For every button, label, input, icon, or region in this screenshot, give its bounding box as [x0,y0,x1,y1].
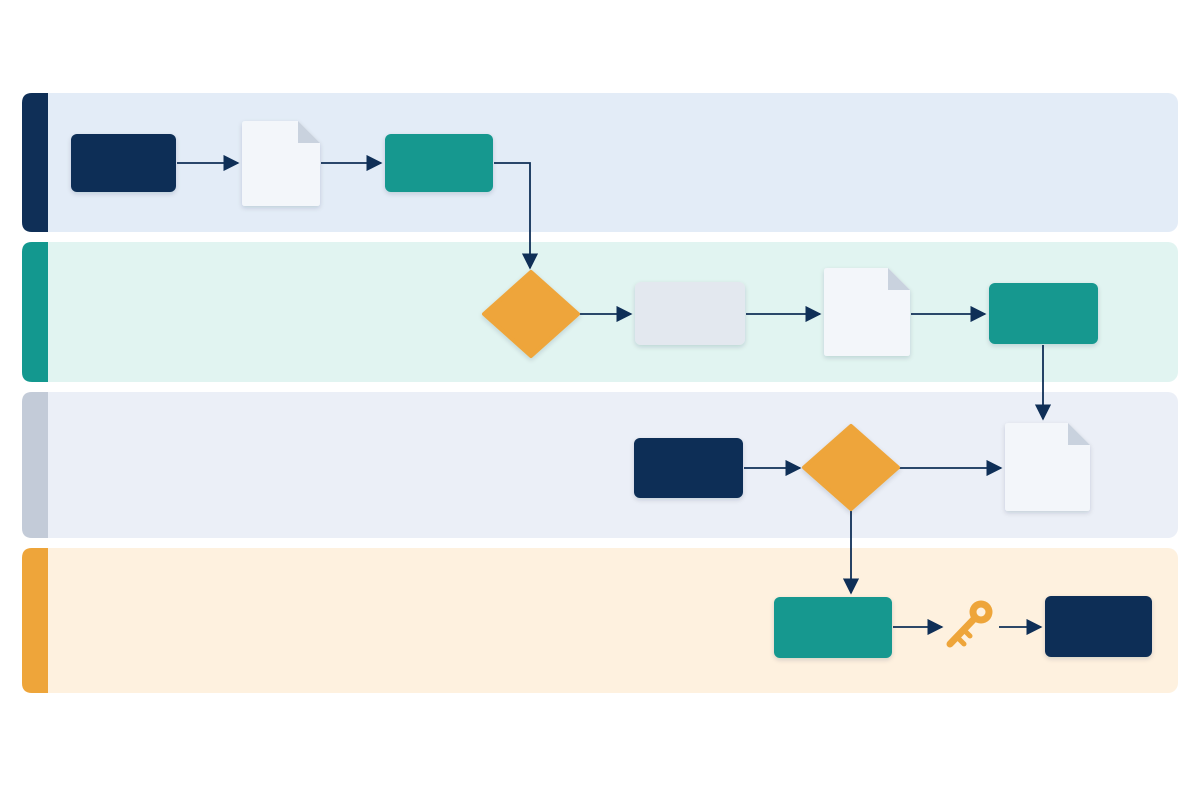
swimlane-background [22,392,1178,538]
document-n10[interactable] [1005,423,1090,511]
document-fold-icon [888,268,910,290]
swimlane-accent-bar [22,392,48,538]
process-box-n3[interactable] [385,134,493,192]
process-box-n5[interactable] [635,282,745,345]
swimlane-accent-bar [22,93,48,232]
key-icon[interactable] [946,600,993,648]
key-icon-hole [976,607,986,617]
process-box-n1[interactable] [71,134,176,192]
swimlane-accent-bar [22,548,48,693]
swimlane-accent-bar [22,242,48,382]
swimlane-background [22,548,1178,693]
document-n6[interactable] [824,268,910,356]
key-icon-tooth [954,634,967,647]
process-box-n7[interactable] [989,283,1098,344]
document-n2[interactable] [242,121,320,206]
document-fold-icon [298,121,320,143]
key-icon-tooth [961,627,973,639]
connector-arrow-n3-to-n4 [494,162,539,270]
process-box-n13[interactable] [1045,596,1152,657]
swimlane-lane-4 [22,548,1178,693]
decision-diamond-n9[interactable] [802,424,900,511]
process-box-n11[interactable] [774,597,892,658]
document-fold-icon [1068,423,1090,445]
decision-diamond-n4[interactable] [482,270,580,358]
swimlane-lane-3 [22,392,1178,538]
process-box-n8[interactable] [634,438,743,498]
